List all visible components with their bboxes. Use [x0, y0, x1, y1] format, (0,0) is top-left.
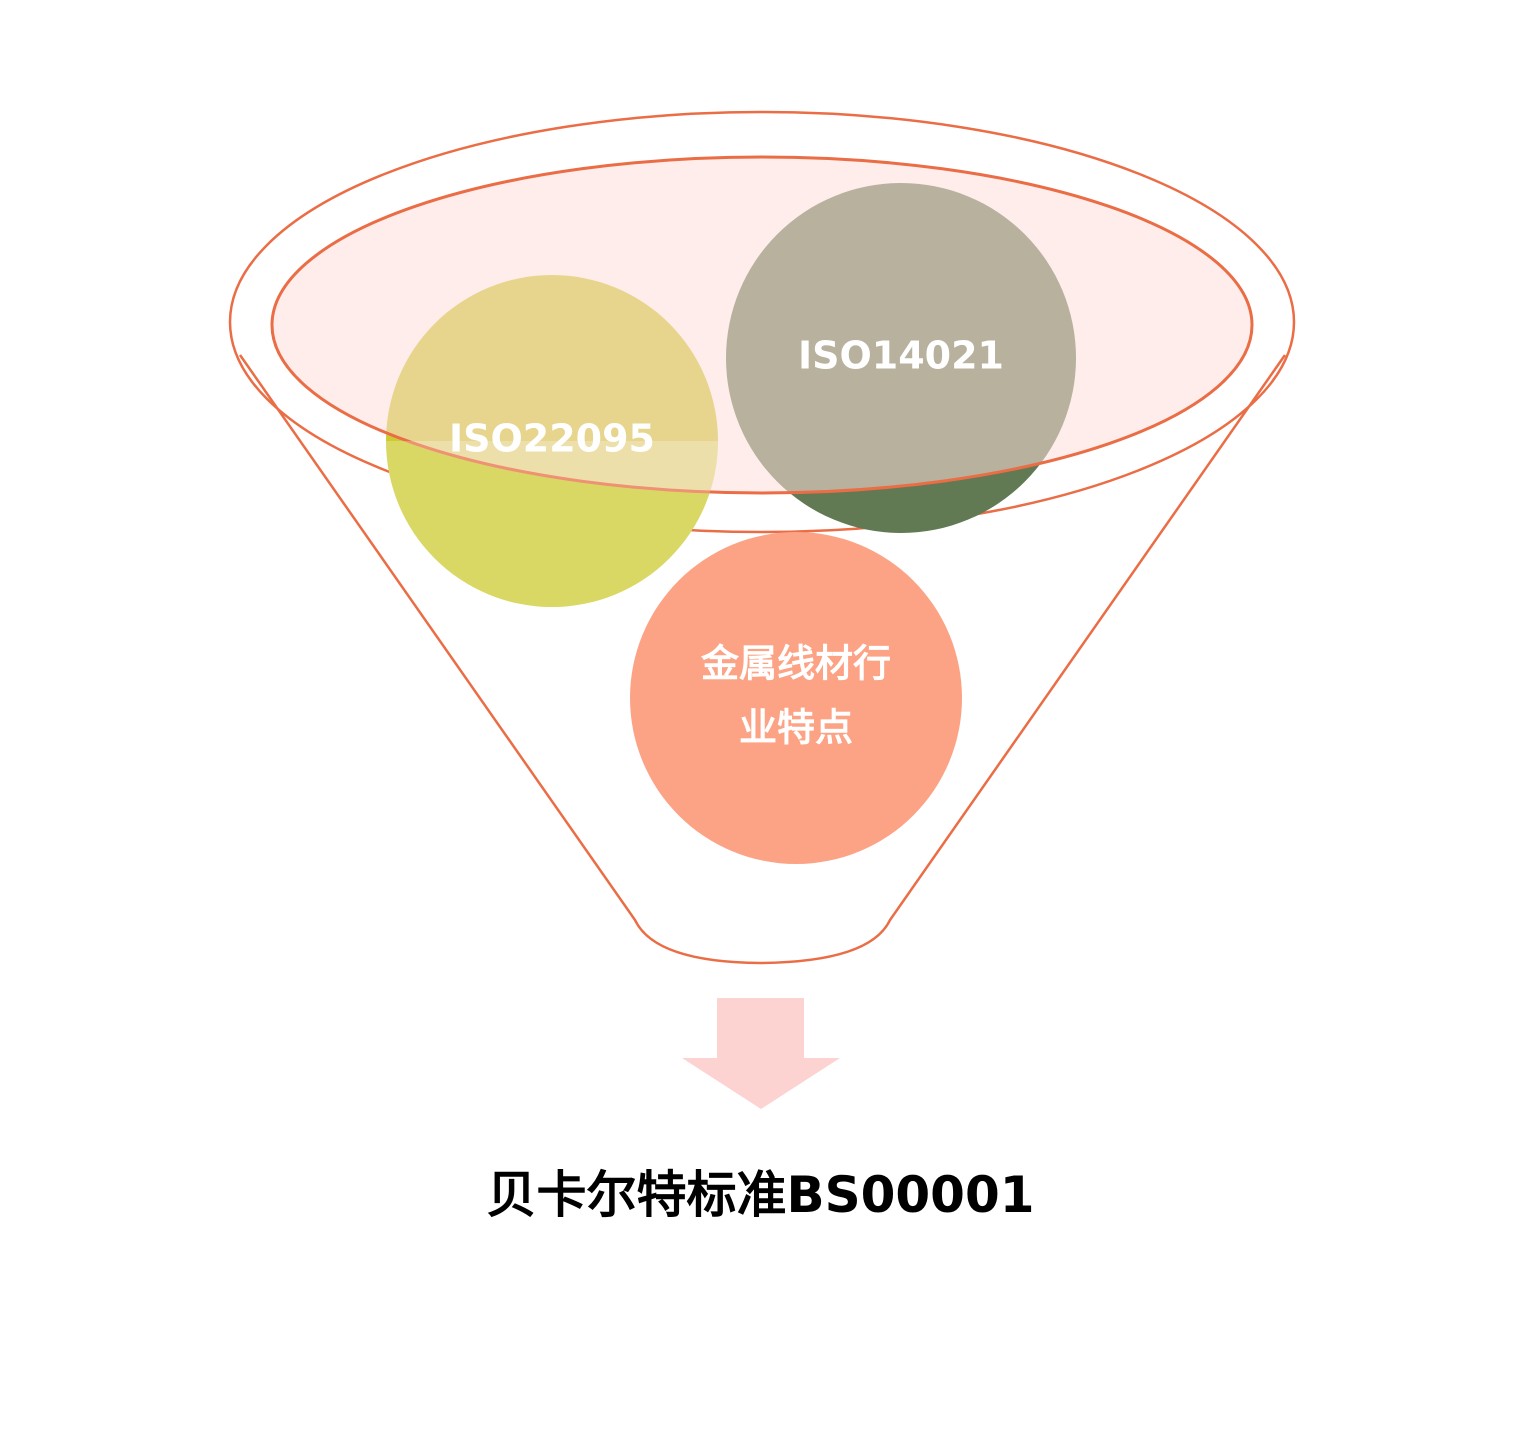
label-iso14021: ISO14021 — [798, 334, 1004, 378]
label-industry-line-2: 业特点 — [739, 706, 853, 750]
down-arrow-icon — [682, 998, 840, 1109]
label-industry-line-1: 金属线材行 — [700, 642, 891, 686]
label-iso22095: ISO22095 — [449, 417, 655, 461]
circle-iso22095-lower-shade — [386, 441, 718, 607]
circle-industry — [630, 532, 962, 864]
funnel-body — [238, 354, 1287, 965]
funnel-inner-rim — [270, 155, 1254, 495]
funnel-outer-rim — [228, 110, 1296, 534]
result-standard-label: 贝卡尔特标准BS00001 — [486, 1166, 1035, 1224]
